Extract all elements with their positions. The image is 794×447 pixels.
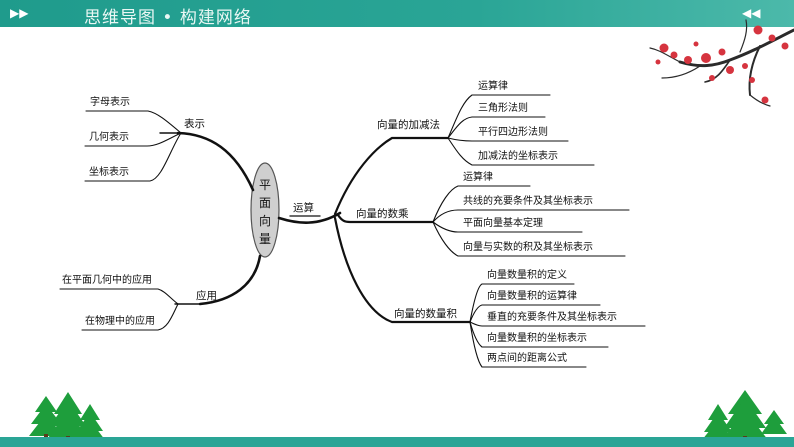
- branch-add-sub: [333, 136, 450, 216]
- leaf-dot-definition: 向量数量积的定义: [487, 270, 567, 281]
- leaf-add-sub-coords: 加减法的坐标表示: [478, 151, 558, 162]
- leaf-fundamental-theorem: 平面向量基本定理: [463, 218, 543, 229]
- center-node-oval: [250, 162, 280, 258]
- center-char: 面: [258, 196, 271, 210]
- chevron-left-icon: ◀◀: [742, 6, 761, 20]
- leaf-plane-geometry-application: 在平面几何中的应用: [62, 275, 152, 286]
- leaf-collinear-condition: 共线的充要条件及其坐标表示: [463, 196, 593, 207]
- pine-tree-icon: [29, 390, 787, 440]
- leaf-add-sub-laws: 运算律: [478, 81, 508, 92]
- leaf-scalar-laws: 运算律: [463, 172, 493, 183]
- leaf-scalar-product-coords: 向量与实数的积及其坐标表示: [463, 242, 593, 253]
- sub-line-coords: [84, 132, 182, 182]
- leaf-coordinate-representation: 坐标表示: [89, 167, 129, 178]
- sub-line-geometry-app: [59, 288, 179, 305]
- node-application: 应用: [196, 290, 217, 302]
- leaf-dot-laws: 向量数量积的运算律: [487, 291, 577, 302]
- center-char: 平: [258, 178, 271, 192]
- branch-representation: [176, 131, 255, 192]
- leaf-dot-coords: 向量数量积的坐标表示: [487, 333, 587, 344]
- center-char: 量: [258, 232, 271, 246]
- branch-scalar-mult: [336, 213, 435, 224]
- branch-application: [198, 254, 262, 306]
- node-operation: 运算: [293, 202, 314, 214]
- plum-blossom-branch: [649, 19, 794, 107]
- node-representation: 表示: [184, 118, 205, 130]
- sub-line-geometry: [84, 132, 182, 147]
- leaf-geometric-representation: 几何表示: [89, 132, 129, 143]
- node-add-sub: 向量的加减法: [377, 119, 440, 131]
- leaf-triangle-rule: 三角形法则: [478, 103, 528, 114]
- leaf-letter-representation: 字母表示: [90, 97, 130, 108]
- chevron-right-icon: ▶▶: [10, 6, 29, 20]
- header-bar: ▶▶ 思维导图 • 构建网络 ◀◀: [0, 0, 794, 28]
- footer-bar: [0, 437, 794, 447]
- page-title: 思维导图 • 构建网络: [84, 8, 252, 28]
- sub-line-letters: [85, 110, 182, 134]
- leaf-perpendicular-condition: 垂直的充要条件及其坐标表示: [487, 312, 617, 323]
- leaf-distance-formula: 两点间的距离公式: [487, 353, 567, 364]
- sub-line-physics-app: [81, 303, 179, 331]
- node-scalar-mult: 向量的数乘: [356, 208, 409, 220]
- branch-operation: [277, 211, 342, 224]
- center-node: 平 面 向 量: [252, 176, 278, 248]
- node-dot-product: 向量的数量积: [394, 308, 457, 320]
- branch-dot-product: [333, 216, 472, 324]
- leaf-physics-application: 在物理中的应用: [85, 316, 155, 327]
- center-char: 向: [258, 214, 271, 228]
- leaf-parallelogram-rule: 平行四边形法则: [478, 127, 548, 138]
